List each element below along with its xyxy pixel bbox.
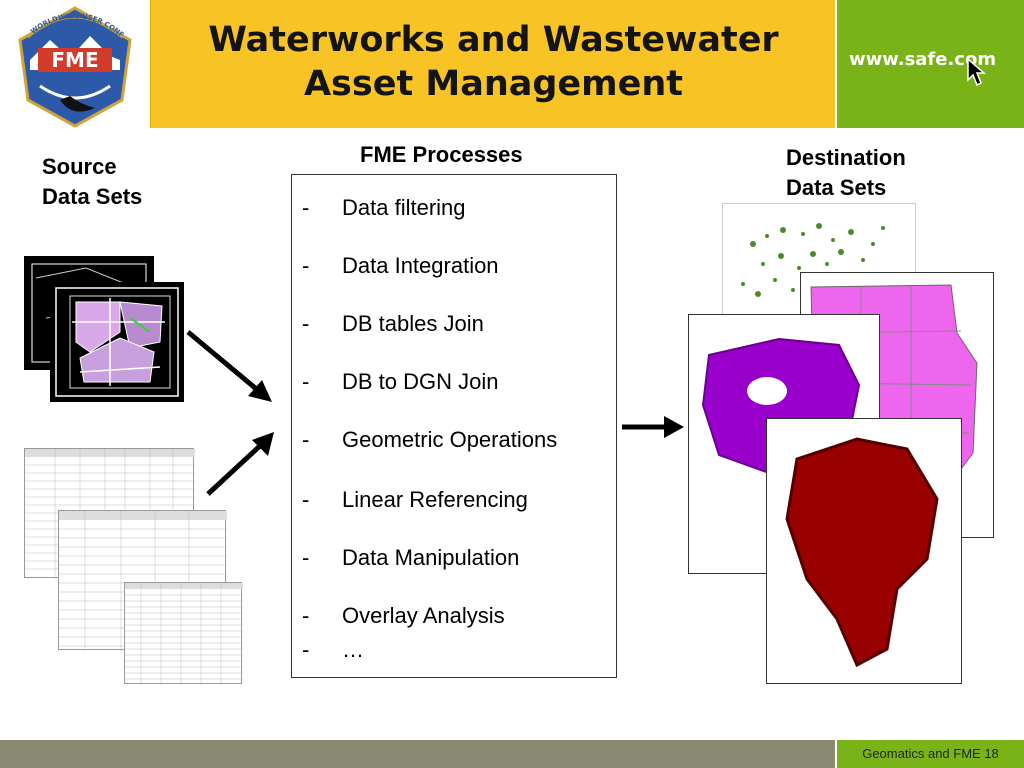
source-label-line-1: Source (42, 154, 117, 179)
destination-label-line-2: Data Sets (786, 175, 887, 200)
process-label: Data filtering (342, 195, 466, 220)
process-dash: - (302, 253, 310, 278)
source-table-3 (124, 582, 243, 685)
url-band: www.safe.com (837, 0, 1024, 128)
process-dash: - (302, 637, 310, 662)
title-line-2: Asset Management (303, 64, 684, 104)
process-label: Data Integration (342, 253, 499, 278)
process-dash: - (302, 487, 310, 512)
process-label: DB to DGN Join (342, 369, 499, 394)
input-arrows (186, 330, 274, 496)
title-band: Waterworks and Wastewater Asset Manageme… (150, 0, 835, 128)
process-item: - Data filtering (302, 195, 466, 221)
processes-label: FME Processes (360, 142, 523, 167)
destination-label: Destination Data Sets (786, 143, 906, 203)
conference-logo: FME WORLDWIDE USER CONFERENCE (0, 0, 150, 128)
destination-map-red (766, 418, 962, 684)
fme-processes-box: - Data filtering - Data Integration - DB ta… (291, 174, 617, 678)
title-line-1: Waterworks and Wastewater (208, 20, 779, 60)
process-dash: - (302, 545, 310, 570)
source-label-line-2: Data Sets (42, 184, 143, 209)
svg-text:FME: FME (51, 48, 98, 72)
destination-label-line-1: Destination (786, 145, 906, 170)
process-dash: - (302, 369, 310, 394)
process-label: … (342, 637, 364, 662)
process-label: Geometric Operations (342, 427, 558, 452)
process-item: -… (302, 637, 364, 663)
process-dash: - (302, 311, 310, 336)
process-item: - DB tables Join (302, 311, 484, 337)
process-dash: - (302, 427, 310, 452)
process-item: - Data Manipulation (302, 545, 519, 571)
process-item: - Data Integration (302, 253, 499, 279)
process-item: - Overlay Analysis (302, 603, 505, 629)
source-label: Source Data Sets (42, 152, 142, 212)
process-label: DB tables Join (342, 311, 484, 336)
arrow-up-right-icon (206, 432, 274, 496)
process-label: Data Manipulation (342, 545, 520, 570)
mouse-pointer-icon (967, 58, 986, 87)
footer-slide-number: Geomatics and FME 18 (837, 740, 1024, 768)
process-item: - Linear Referencing (302, 487, 528, 513)
footer-bar (0, 740, 835, 768)
process-item: - Geometric Operations (302, 427, 557, 453)
slide-title: Waterworks and Wastewater Asset Manageme… (151, 18, 836, 106)
arrow-down-right-icon (186, 330, 272, 402)
website-url[interactable]: www.safe.com (849, 49, 997, 70)
process-dash: - (302, 195, 310, 220)
fme-logo-icon: FME WORLDWIDE USER CONFERENCE (0, 0, 132, 128)
process-item: - DB to DGN Join (302, 369, 499, 395)
process-label: Linear Referencing (342, 487, 528, 512)
source-cad-map-2 (50, 282, 184, 402)
arrow-right-icon (622, 416, 684, 438)
process-dash: - (302, 603, 310, 628)
process-label: Overlay Analysis (342, 603, 505, 628)
